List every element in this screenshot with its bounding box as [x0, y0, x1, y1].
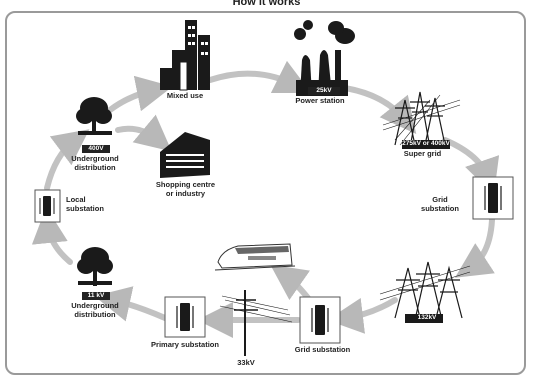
- badge-132kv: 132kV: [417, 314, 437, 321]
- label-grid-substation-bottom: Grid substation: [294, 345, 351, 354]
- arrow-mixed-to-power: [207, 60, 312, 94]
- transformer-icon-local: [39, 196, 55, 216]
- arrow-primary-to-11: [94, 286, 168, 322]
- arrow-400-to-shopping: [115, 114, 172, 152]
- underground-11kv-icon: [77, 247, 113, 286]
- arrow-supergrid-to-grid: [442, 137, 500, 195]
- underground-400v-icon: [76, 97, 112, 135]
- label-super-grid: Super grid: [403, 149, 442, 158]
- label-primary-substation: Primary substation: [151, 340, 219, 349]
- transformer-icon-right: [484, 183, 502, 213]
- pole-33kv-icon: [219, 290, 293, 356]
- arrow-400-to-mixed: [107, 75, 173, 113]
- badge-11kv: 11 kV: [82, 292, 110, 301]
- badge-super-grid-voltage: 275kV or 400kV: [402, 140, 450, 147]
- label-mixed-use: Mixed use: [166, 91, 204, 100]
- arrow-grid-to-132: [454, 217, 495, 278]
- label-underground-400v: Underground distribution: [71, 154, 119, 172]
- super-grid-pylons-icon: [382, 91, 461, 149]
- train-icon: [214, 243, 296, 271]
- label-underground-11kv: Underground distribution: [71, 301, 119, 319]
- super-grid-base: [402, 140, 450, 149]
- label-33kv: 33kV: [237, 358, 255, 367]
- power-station-icon: [294, 20, 355, 96]
- mixed-use-icon: [160, 20, 210, 91]
- badge-400v: 400V: [82, 145, 110, 154]
- flow-arrows: [31, 60, 500, 338]
- badge-25kv: 25kV: [308, 87, 340, 96]
- arrow-local-to-400: [44, 129, 90, 191]
- label-shopping-centre: Shopping centre or industry: [155, 180, 216, 198]
- pylons-132kv-icon: [379, 261, 471, 321]
- transformer-icon-primary: [176, 303, 194, 331]
- label-grid-substation-right: Grid substation: [421, 195, 459, 213]
- pylons-132kv-base: [405, 314, 443, 323]
- arrow-11-to-local: [31, 207, 73, 265]
- transformer-icon-bottom: [311, 305, 329, 335]
- label-power-station: Power station: [295, 96, 345, 105]
- diagram-title: How it works: [0, 0, 533, 8]
- label-local-substation: Local substation: [66, 195, 104, 213]
- arrow-132-to-gridsub: [327, 297, 398, 334]
- arrow-gridsub-to-train: [270, 264, 311, 301]
- arrow-power-to-supergrid: [342, 85, 417, 135]
- shopping-centre-icon: [160, 132, 210, 178]
